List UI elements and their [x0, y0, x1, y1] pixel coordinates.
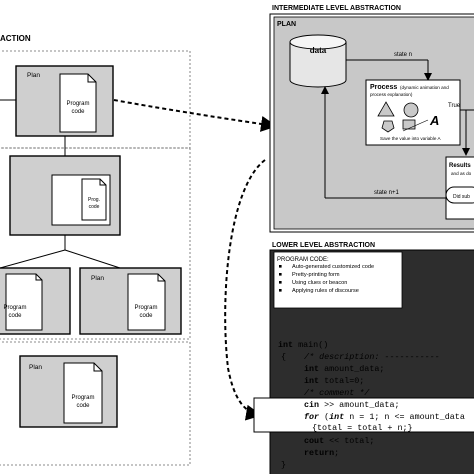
code-line-8: {total = total + n;}: [312, 423, 413, 433]
connector-arrow-to-code: [224, 159, 266, 421]
did-sub-pill: [445, 186, 474, 204]
program-code-document-icon: [63, 362, 103, 424]
program-code-document-icon: [59, 73, 97, 133]
plan-box-5: Plan Program code: [19, 355, 118, 428]
bullet-icon: [279, 281, 282, 284]
plan-box-1: Plan Program code: [15, 65, 114, 137]
did-label: Did sub: [453, 194, 470, 200]
document-label-line2: code: [89, 204, 100, 210]
program-code-title: PROGRAM CODE:: [277, 257, 329, 263]
bullet-item: Pretty-printing form: [292, 272, 340, 278]
program-code-info-box: PROGRAM CODE: Auto-generated customized …: [273, 251, 403, 309]
save-caption: Save the value into variable A: [380, 136, 441, 141]
code-line-1: int main(): [278, 340, 328, 350]
tier-frame-3: [0, 341, 191, 466]
bullet-item: Auto-generated customized code: [292, 264, 374, 270]
square-shape-icon: [402, 119, 416, 130]
tier-frame-2: [0, 147, 191, 340]
process-title: Process: [370, 84, 397, 91]
results-sub: and as do: [451, 171, 472, 176]
plan-box-2: Plan Prog. code: [9, 155, 121, 236]
plan-label: Plan: [27, 72, 40, 79]
lower-panel: LOWER LEVEL ABSTRACTION PROGRAM CODE: Au…: [253, 242, 474, 474]
arrow-line: [402, 119, 429, 132]
process-subtitle-2: process explanation): [370, 92, 413, 97]
document-label-line2: code: [139, 313, 153, 319]
code-line-6: cin >> amount_data;: [304, 400, 400, 410]
triangle-shape-icon: [377, 101, 395, 117]
document-label-line1: Prog.: [88, 197, 100, 203]
document-label-line1: Program: [66, 101, 89, 107]
left-hierarchy-panel: ACTION Plan Program code Plan: [0, 34, 191, 466]
code-line-7: for (int n = 1; n <= amount_data: [304, 412, 465, 422]
bullet-icon: [279, 289, 282, 292]
document-label-line1: Program: [71, 395, 94, 401]
tree-line: [64, 249, 121, 269]
program-code-document-icon: [127, 273, 166, 331]
program-code-document-icon: [5, 273, 43, 331]
circle-shape-icon: [403, 102, 419, 118]
bullet-icon: [279, 273, 282, 276]
code-line-4: int total=0;: [304, 376, 364, 386]
connector-arrow-to-intermediate: [113, 99, 277, 132]
document-label-line2: code: [76, 403, 90, 409]
document-label-line1: Program: [134, 305, 157, 311]
results-box: Results and as do Did sub: [445, 156, 474, 220]
code-listing: int main() {/* description: ----------- …: [278, 340, 465, 470]
intermediate-panel: INTERMEDIATE LEVEL ABSTRACTION PLAN data…: [269, 5, 474, 233]
plan-label: Plan: [29, 364, 42, 371]
plan-box-3: Program code: [0, 267, 71, 335]
code-line-5: /* comment */: [304, 388, 370, 398]
pentagon-shape-icon: [381, 120, 395, 133]
document-label-line2: code: [71, 109, 85, 115]
bullet-icon: [279, 265, 282, 268]
variable-a-glyph: A: [429, 113, 439, 128]
bullet-item: Applying rules of discourse: [292, 288, 359, 294]
program-code-document-icon: [81, 178, 107, 221]
left-panel-title: ACTION: [0, 34, 31, 43]
tree-line: [0, 249, 66, 269]
code-line-2: {/* description: -----------: [281, 352, 440, 362]
plan-label: Plan: [91, 275, 104, 282]
code-line-3: int amount_data;: [304, 364, 384, 374]
plan-box-4: Plan Program code: [79, 267, 182, 335]
code-line-9: cout << total;: [304, 436, 374, 446]
results-label: Results: [449, 163, 471, 169]
code-line-11: }: [281, 460, 286, 470]
state-n1-label: state n+1: [374, 190, 400, 196]
data-cylinder-icon: [289, 34, 347, 88]
true-label: True: [448, 103, 461, 109]
state-n-label: state n: [394, 52, 412, 58]
document-label-line2: code: [8, 313, 22, 319]
process-box: Process (dynamic animation and process e…: [365, 79, 461, 146]
document-label-line1: Program: [3, 305, 26, 311]
data-label: data: [310, 46, 327, 55]
process-subtitle-1: (dynamic animation and: [400, 85, 449, 90]
code-line-10: return;: [304, 448, 339, 458]
plan-panel-title: PLAN: [277, 21, 296, 28]
lower-section-title: LOWER LEVEL ABSTRACTION: [272, 242, 375, 249]
bullet-item: Using clues or beacon: [292, 280, 347, 286]
intermediate-section-title: INTERMEDIATE LEVEL ABSTRACTION: [272, 5, 401, 12]
highlighted-code-box: [253, 397, 474, 433]
